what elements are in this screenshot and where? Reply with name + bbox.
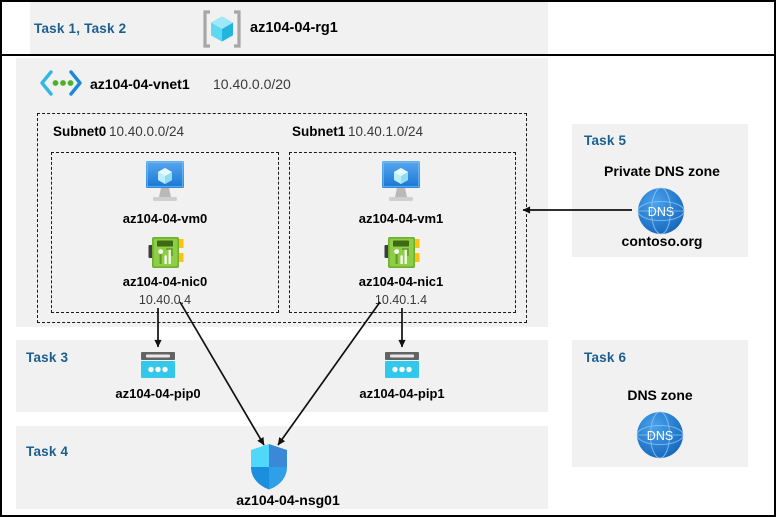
network-interface-icon xyxy=(148,236,184,270)
network-interface-icon xyxy=(384,236,420,270)
subnet0-box xyxy=(51,152,279,313)
nic0-name: az104-04-nic0 xyxy=(122,274,208,289)
subnet0-cidr: 10.40.0.0/24 xyxy=(109,124,185,139)
task6-label: Task 6 xyxy=(584,350,627,365)
vm0-name: az104-04-vm0 xyxy=(122,211,208,226)
task1-task2-band xyxy=(30,2,548,54)
task6-heading: DNS zone xyxy=(627,387,693,403)
subnet0-name: Subnet0 xyxy=(53,124,107,139)
task5-label: Task 5 xyxy=(584,133,627,148)
subnet1-name: Subnet1 xyxy=(292,124,346,139)
task4-label: Task 4 xyxy=(26,444,69,459)
vnet-address-space: 10.40.0.0/20 xyxy=(213,76,291,92)
nic1-ip: 10.40.1.4 xyxy=(374,293,428,307)
pip0-name: az104-04-pip0 xyxy=(115,386,201,401)
public-ip-address-icon xyxy=(139,351,177,381)
network-security-group-shield-icon xyxy=(248,443,290,491)
nsg-name: az104-04-nsg01 xyxy=(236,492,340,508)
svg-text:DNS: DNS xyxy=(647,429,673,443)
task1-task2-label: Task 1, Task 2 xyxy=(34,21,127,36)
svg-text:DNS: DNS xyxy=(648,205,674,219)
pip1-name: az104-04-pip1 xyxy=(359,386,445,401)
virtual-machine-icon xyxy=(372,159,430,207)
dns-globe-icon: DNS xyxy=(635,410,685,460)
virtual-machine-icon xyxy=(136,159,194,207)
vm1-name: az104-04-vm1 xyxy=(358,211,444,226)
dns-globe-icon: DNS xyxy=(636,186,686,236)
nic1-name: az104-04-nic1 xyxy=(358,274,444,289)
header-divider xyxy=(2,54,774,56)
task5-heading: Private DNS zone xyxy=(604,163,720,179)
subnet1-cidr: 10.40.1.0/24 xyxy=(348,124,424,139)
task5-zone-name: contoso.org xyxy=(621,233,703,249)
resource-group-cube-icon xyxy=(200,9,244,49)
public-ip-address-icon xyxy=(383,351,421,381)
vnet-container xyxy=(16,58,548,327)
task3-label: Task 3 xyxy=(26,350,69,365)
resource-group-name: az104-04-rg1 xyxy=(250,20,338,36)
task3-panel xyxy=(16,340,548,412)
virtual-network-icon xyxy=(38,69,84,97)
nic0-ip: 10.40.0.4 xyxy=(138,293,192,307)
vnet-name: az104-04-vnet1 xyxy=(90,76,190,92)
